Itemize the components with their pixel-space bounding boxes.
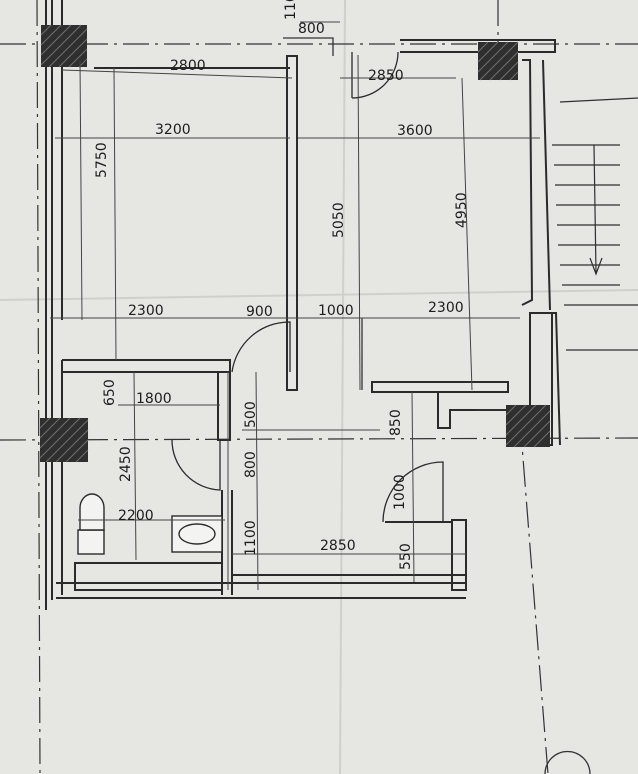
dim-2850-low: 2850 bbox=[320, 538, 356, 554]
door-corridor bbox=[231, 321, 291, 373]
dim-550: 550 bbox=[398, 543, 414, 570]
door-top-right bbox=[351, 51, 399, 99]
dim-900: 900 bbox=[246, 304, 273, 320]
dimension-labels: 1100 800 2800 2850 3200 3600 5750 5050 4… bbox=[94, 0, 470, 570]
dim-1100-top: 1100 bbox=[283, 0, 299, 20]
dim-4950: 4950 bbox=[454, 192, 470, 228]
door-bathroom bbox=[171, 439, 221, 491]
dim-3600: 3600 bbox=[397, 123, 433, 139]
dimension-lines bbox=[50, 21, 540, 591]
dim-1000-mid: 1000 bbox=[318, 303, 354, 319]
door-right-room bbox=[382, 461, 444, 523]
column-top-left bbox=[40, 24, 88, 68]
dim-2200: 2200 bbox=[118, 508, 154, 524]
column-mid-left bbox=[39, 417, 89, 463]
dim-800-mid: 800 bbox=[243, 451, 259, 478]
grid-bubble-partial bbox=[544, 750, 591, 774]
dim-2300-left: 2300 bbox=[128, 303, 164, 319]
dim-1100-low: 1100 bbox=[243, 520, 259, 556]
bathroom-fixtures bbox=[77, 493, 223, 555]
staircase bbox=[552, 97, 638, 351]
dim-2850-top: 2850 bbox=[368, 68, 404, 84]
dim-5050: 5050 bbox=[331, 202, 347, 238]
dim-1000-door: 1000 bbox=[392, 474, 408, 510]
dim-1800: 1800 bbox=[136, 391, 172, 407]
dim-500: 500 bbox=[243, 401, 259, 428]
column-top-right bbox=[477, 41, 519, 81]
dim-2300-right: 2300 bbox=[428, 300, 464, 316]
arrow-down-icon bbox=[589, 257, 603, 276]
exterior-walls bbox=[45, 0, 561, 610]
doors bbox=[171, 51, 444, 523]
paper-fold-vertical bbox=[339, 0, 346, 774]
dim-800-top: 800 bbox=[298, 21, 325, 37]
dim-2450: 2450 bbox=[118, 446, 134, 482]
dim-850: 850 bbox=[388, 409, 404, 436]
structural-columns bbox=[39, 24, 551, 463]
washbasin-icon bbox=[171, 515, 223, 553]
dim-650: 650 bbox=[102, 379, 118, 406]
column-mid-right bbox=[505, 404, 551, 448]
dim-3200: 3200 bbox=[155, 122, 191, 138]
dim-2800: 2800 bbox=[170, 58, 206, 74]
dim-5750: 5750 bbox=[94, 142, 110, 178]
toilet-icon bbox=[77, 493, 105, 555]
